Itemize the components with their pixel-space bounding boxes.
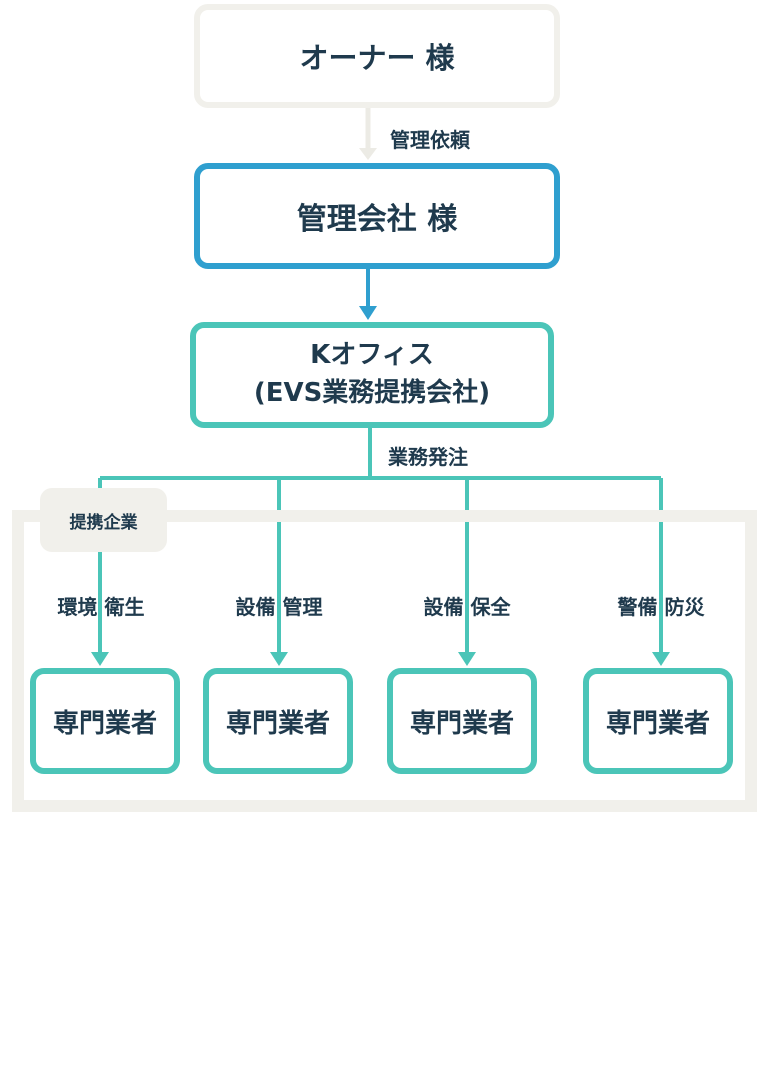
drop-arrow-2: [270, 652, 288, 666]
drop-arrow-1: [91, 652, 109, 666]
specialist-box-security: 専門業者: [583, 668, 733, 774]
management-arrow-head: [359, 306, 377, 320]
request-label: 管理依頼: [390, 128, 470, 152]
category-label-facility-maintenance: 設備 保全: [423, 594, 511, 619]
partner-group-frame: [12, 510, 757, 812]
specialist-label: 専門業者: [409, 708, 514, 739]
k-office-box: Kオフィス (EVS業務提携会社): [190, 322, 554, 428]
specialist-label: 専門業者: [605, 708, 710, 739]
drop-arrow-3: [458, 652, 476, 666]
partner-group-label: 提携企業: [40, 488, 167, 552]
drop-arrow-4: [652, 652, 670, 666]
specialist-box-facility-management: 専門業者: [203, 668, 353, 774]
specialist-label: 専門業者: [225, 708, 330, 739]
specialist-box-facility-maintenance: 専門業者: [387, 668, 537, 774]
owner-label: オーナー 様: [299, 41, 455, 75]
k-office-subtitle: (EVS業務提携会社): [253, 378, 491, 408]
management-company-label: 管理会社 様: [296, 202, 458, 237]
category-label-facility-management: 設備 管理: [235, 594, 323, 619]
management-company-box: 管理会社 様: [194, 163, 560, 269]
category-label-security: 警備 防災: [617, 594, 705, 619]
order-label: 業務発注: [388, 445, 468, 469]
owner-box: オーナー 様: [194, 4, 560, 108]
request-arrow-head: [359, 148, 377, 160]
specialist-box-environment: 専門業者: [30, 668, 180, 774]
category-label-environment: 環境 衛生: [57, 594, 145, 619]
k-office-name: Kオフィス: [310, 340, 434, 371]
specialist-label: 専門業者: [52, 708, 157, 739]
